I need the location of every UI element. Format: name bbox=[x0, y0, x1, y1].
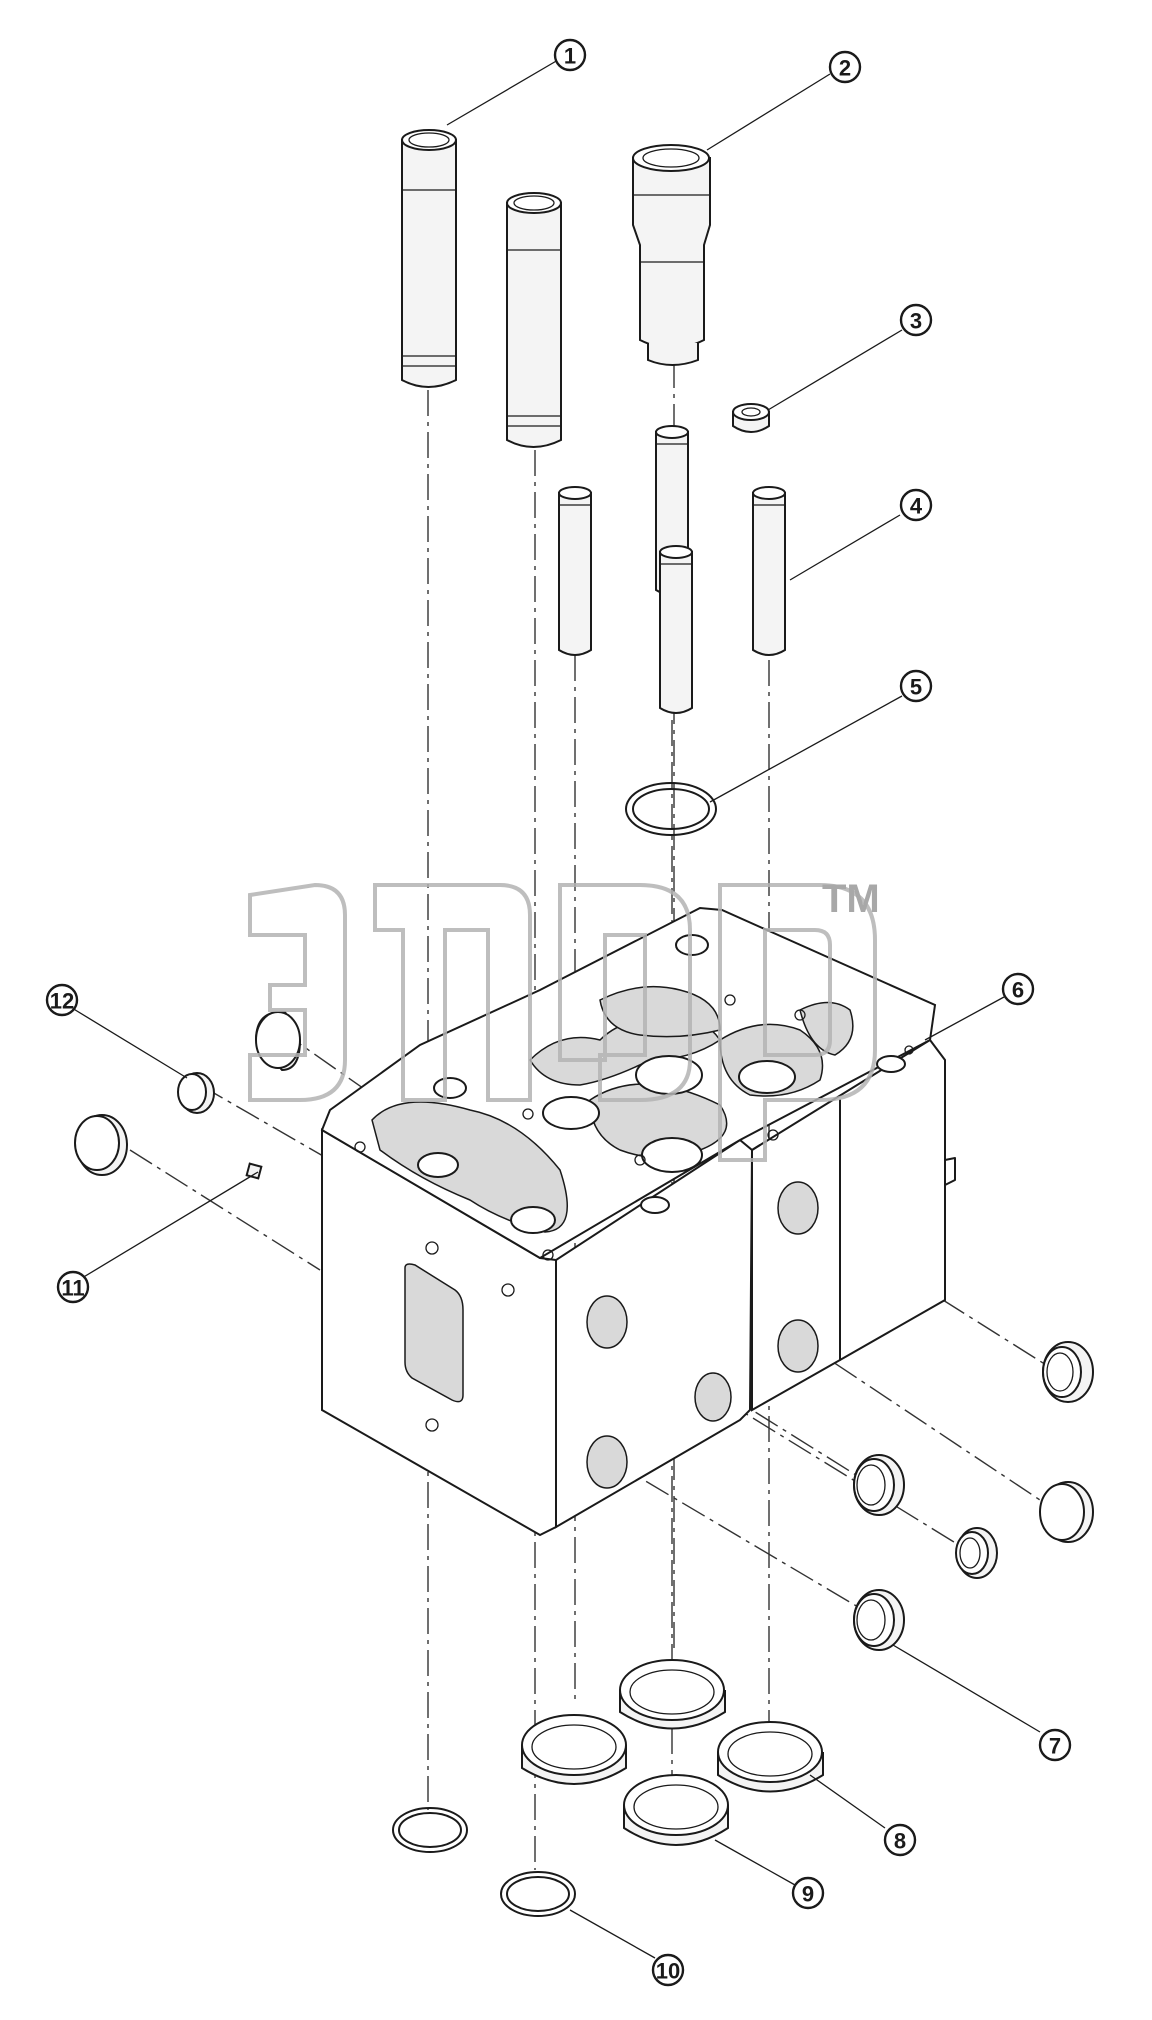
side-plugs-part-12 bbox=[74, 1010, 302, 1176]
callout-9: 9 bbox=[791, 1876, 825, 1910]
callout-3: 3 bbox=[899, 303, 933, 337]
trademark-symbol: TM bbox=[822, 877, 880, 921]
cylinder-head-part-6 bbox=[320, 906, 956, 1537]
side-rings-part-7 bbox=[853, 1341, 1094, 1651]
pin-part-11 bbox=[245, 1162, 263, 1180]
callout-12: 12 bbox=[45, 983, 79, 1017]
sleeve-part-1 bbox=[401, 129, 562, 448]
callouts: 1 2 3 4 5 6 7 8 bbox=[45, 38, 1072, 1987]
callout-4: 4 bbox=[899, 488, 933, 522]
svg-text:2: 2 bbox=[839, 56, 851, 81]
svg-text:11: 11 bbox=[61, 1276, 84, 1301]
valve-seat-rings-part-8 bbox=[521, 1659, 824, 1793]
callout-7: 7 bbox=[1038, 1728, 1072, 1762]
o-rings-part-10 bbox=[392, 1807, 576, 1917]
svg-text:10: 10 bbox=[656, 1959, 680, 1984]
callout-11: 11 bbox=[56, 1270, 90, 1304]
valve-guides-part-4 bbox=[558, 425, 786, 714]
svg-text:3: 3 bbox=[910, 309, 922, 334]
callout-5: 5 bbox=[899, 669, 933, 703]
callout-6: 6 bbox=[1001, 972, 1035, 1006]
watermark: TM bbox=[248, 877, 880, 1162]
o-ring-part-5 bbox=[625, 782, 717, 836]
callout-2: 2 bbox=[828, 50, 862, 84]
svg-text:8: 8 bbox=[894, 1829, 906, 1854]
svg-text:6: 6 bbox=[1012, 978, 1024, 1003]
svg-text:5: 5 bbox=[910, 675, 922, 700]
cap-part-3 bbox=[732, 403, 770, 433]
svg-text:9: 9 bbox=[802, 1882, 814, 1907]
callout-10: 10 bbox=[651, 1953, 685, 1987]
svg-text:7: 7 bbox=[1049, 1734, 1061, 1759]
callout-8: 8 bbox=[883, 1823, 917, 1857]
svg-text:4: 4 bbox=[910, 494, 923, 519]
svg-text:12: 12 bbox=[50, 989, 74, 1014]
valve-seat-ring-part-9 bbox=[623, 1774, 729, 1846]
svg-text:1: 1 bbox=[564, 44, 576, 69]
injector-sleeve-part-2 bbox=[632, 144, 711, 366]
callout-1: 1 bbox=[553, 38, 587, 72]
